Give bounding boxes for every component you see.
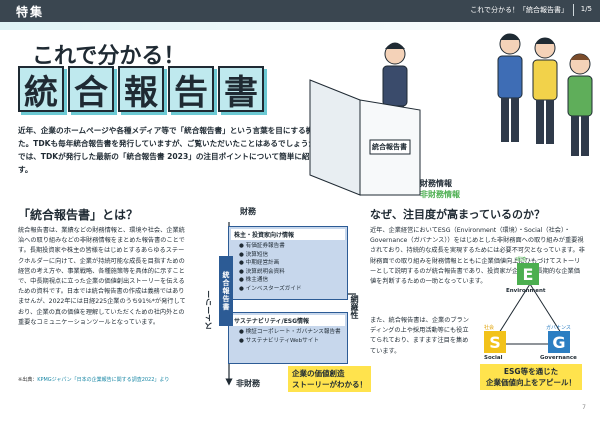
esg-e-letter: E	[517, 263, 539, 285]
esg-info-box: サステナビリティ/ESG情報 ● 検証コーポレート・ガバナンス報告書 ● サステ…	[228, 312, 348, 364]
list-item: ● インベスターズガイド	[239, 285, 302, 292]
esg-s-letter: S	[484, 331, 506, 353]
list-item: ● サステナビリティWebサイト	[239, 337, 319, 344]
list-item: ● 株主通信	[239, 277, 269, 284]
integrated-report-tag: 統合報告書	[219, 256, 233, 326]
esg-s-label: 社会	[484, 325, 495, 331]
esg-g-word: Governance	[540, 355, 577, 361]
investor-info-box: 株主・投資家向け情報 ● 有価証券報告書 ● 決算短信 ● 中期経営計画 ● 決…	[228, 226, 348, 300]
list-item: ● 決算説明会資料	[239, 268, 285, 275]
esg-diagram	[491, 283, 569, 345]
source-note-prefix: ※出典：	[18, 377, 38, 383]
title-char: 合	[68, 66, 114, 113]
title-char: 報	[118, 66, 164, 113]
report-document-illustration	[309, 79, 421, 196]
divider	[573, 4, 574, 16]
esg-value-callout: ESG等を通じた 企業価値向上をアピール！	[480, 364, 582, 390]
esg-e-word: Environment	[506, 288, 546, 294]
list-item: ● 中期経営計画	[239, 260, 280, 267]
page-number: 7	[582, 404, 586, 411]
axis-nonfinancial: 非財務	[236, 379, 260, 388]
section-label: 特集	[16, 5, 45, 19]
list-item: ● 決算短信	[239, 251, 269, 258]
page-indicator: 1/5	[580, 5, 592, 13]
axis-story: ストーリー	[204, 290, 213, 330]
right-heading: なぜ、注目度が高まっているのか？	[370, 208, 546, 221]
esg-g-letter: G	[548, 331, 570, 353]
esg-s-word: Social	[484, 355, 503, 361]
left-heading: 「統合報告書」とは？	[18, 208, 139, 222]
list-item: ● 検証コーポレート・ガバナンス報告書	[239, 329, 341, 335]
top-bar: 特集 これで分かる！「統合報告書」 1/5	[0, 0, 600, 22]
intro-text: 近年、企業のホームページや各種メディア等で「統合報告書」という言葉を目にする機会…	[18, 126, 362, 174]
source-note: ※出典：KPMGジャパン「日本の企業報告に関する調査2022」より	[18, 376, 198, 383]
person-illustration	[532, 37, 558, 144]
callout-line: 企業価値向上をアピール！	[486, 378, 576, 387]
title-char: 書	[218, 66, 264, 113]
callout-line: ストーリーがわかる！	[292, 380, 367, 389]
right-body-2: また、統合報告書は、企業のブランディングの上や採用活動等にも役立てられており、ま…	[370, 317, 469, 355]
box-title: 株主・投資家向け情報	[231, 229, 345, 240]
esg-g-label: ガバナンス	[546, 325, 571, 331]
title-main: 統 合 報 告 書	[18, 66, 264, 113]
axis-financial: 財務	[240, 207, 256, 216]
doc-label: 統合報告書	[372, 143, 407, 151]
esg-e-label: 環境	[516, 257, 527, 263]
title-line-1: これで分かる！	[32, 44, 186, 69]
left-body: 統合報告書は、業績などの財務情報と、環境や社会、企業統治への取り組みなどの非財務…	[18, 227, 186, 326]
accent-band	[0, 22, 600, 30]
financial-label: 財務情報	[420, 179, 452, 188]
box-title: サステナビリティ/ESG情報	[231, 315, 345, 326]
nonfinancial-label: 非財務情報	[420, 190, 460, 199]
axis-network: 網羅性	[350, 295, 359, 319]
person-illustration	[567, 53, 593, 156]
breadcrumb: これで分かる！「統合報告書」	[470, 6, 568, 14]
source-note-link[interactable]: KPMGジャパン「日本の企業報告に関する調査2022」より	[37, 377, 170, 383]
callout-line: ESG等を通じた	[503, 367, 559, 376]
list-item: ● 有価証券報告書	[239, 243, 285, 249]
value-story-callout: 企業の価値創造 ストーリーがわかる！	[288, 366, 371, 392]
title-char: 統	[18, 66, 64, 113]
right-body: 近年、企業経営においてESG（Environment（環境）・Social（社会…	[370, 227, 585, 286]
callout-line: 企業の価値創造	[292, 369, 345, 378]
person-illustration	[497, 33, 523, 142]
title-char: 告	[168, 66, 214, 113]
